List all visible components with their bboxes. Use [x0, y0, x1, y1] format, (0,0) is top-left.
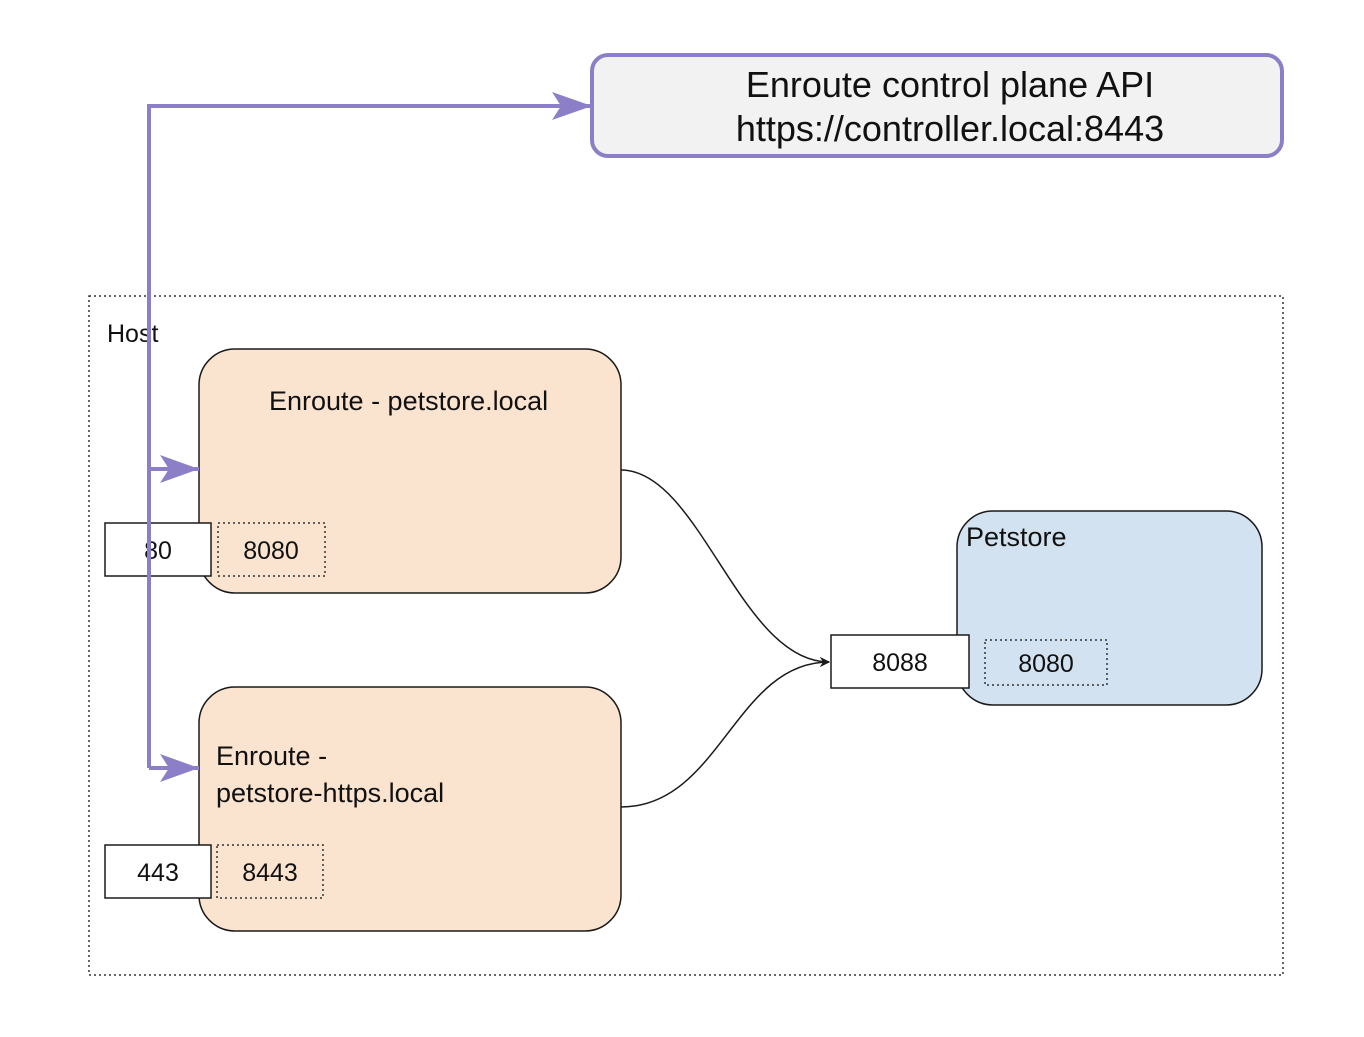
control-plane-api-title: Enroute control plane API: [746, 64, 1154, 105]
enroute-petstore-https-title-line1: Enroute -: [216, 741, 327, 771]
petstore-node[interactable]: Petstore 8080: [956, 510, 1263, 706]
petstore-host-port-box: [830, 634, 970, 689]
control-plane-arrowhead-api: [552, 92, 592, 120]
enroute-petstore-title: Enroute - petstore.local: [269, 386, 548, 416]
petstore-host-port-label: 8088: [872, 649, 928, 677]
enroute-petstore-https-container-port: 8443: [242, 859, 298, 887]
petstore-container-port: 8080: [1018, 650, 1074, 678]
enroute-petstore-https-container-port-box: [216, 844, 324, 899]
enroute-petstore-host-port[interactable]: 80: [104, 522, 212, 577]
control-plane-arrowhead-http: [160, 455, 199, 483]
host-boundary: [88, 295, 1284, 976]
petstore-box: [956, 510, 1263, 706]
enroute-petstore-https-node[interactable]: Enroute - petstore-https.local 8443: [198, 686, 622, 932]
control-plane-trunk-line: [147, 104, 592, 768]
connector-enroute-http-to-petstore: [620, 469, 830, 667]
control-plane-arrowhead-https: [160, 754, 199, 782]
connector-enroute-https-to-petstore: [620, 657, 830, 808]
enroute-petstore-https-host-port[interactable]: 443: [104, 844, 212, 899]
petstore-container-port-box: [984, 639, 1108, 686]
enroute-petstore-https-box: [198, 686, 622, 932]
control-plane-api-url: https://controller.local:8443: [736, 108, 1164, 149]
control-plane-api-node[interactable]: Enroute control plane API https://contro…: [590, 53, 1284, 158]
enroute-petstore-https-host-port-box: [104, 844, 212, 899]
enroute-petstore-node[interactable]: Enroute - petstore.local 8080: [198, 348, 622, 594]
enroute-petstore-container-port: 8080: [243, 537, 299, 565]
enroute-petstore-https-title-line2: petstore-https.local: [216, 778, 444, 808]
petstore-host-port[interactable]: 8088: [830, 634, 970, 689]
enroute-petstore-host-port-box: [104, 522, 212, 577]
enroute-petstore-https-host-port-label: 443: [137, 859, 179, 887]
control-plane-connectors: [147, 92, 592, 782]
petstore-title: Petstore: [966, 522, 1067, 552]
